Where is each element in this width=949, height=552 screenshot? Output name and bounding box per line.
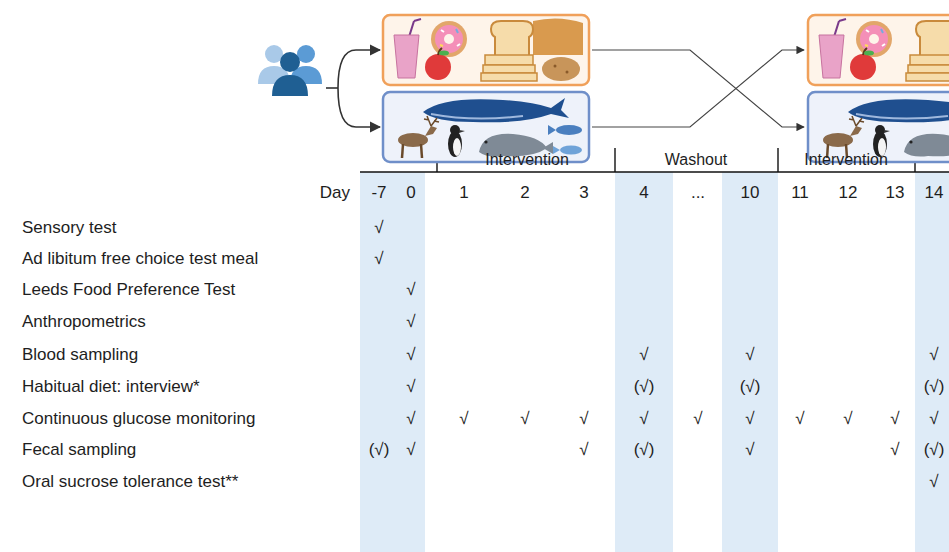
check-mark: √ <box>929 345 938 365</box>
check-mark: √ <box>843 409 852 429</box>
phase-label: Intervention <box>804 151 888 169</box>
check-mark: √ <box>406 440 415 460</box>
day-number: 2 <box>520 183 529 203</box>
check-mark: (√) <box>740 377 761 397</box>
illustration-part <box>338 88 380 127</box>
check-mark: √ <box>374 249 383 269</box>
illustration-part <box>360 172 425 552</box>
check-mark: √ <box>745 409 754 429</box>
row-label: Continuous glucose monitoring <box>22 409 255 429</box>
day-number: 11 <box>791 183 809 203</box>
illustration-part <box>258 45 322 96</box>
check-mark: (√) <box>634 377 655 397</box>
check-mark: √ <box>745 440 754 460</box>
illustration-part <box>592 50 804 127</box>
day-number: -7 <box>371 183 386 203</box>
check-mark: √ <box>406 345 415 365</box>
row-label: Blood sampling <box>22 345 138 365</box>
day-number: ... <box>691 183 705 203</box>
row-label: Ad libitum free choice test meal <box>22 249 258 269</box>
illustration-part <box>592 50 804 127</box>
illustration-part <box>614 148 615 172</box>
illustration-part <box>722 172 778 552</box>
day-number: 12 <box>839 183 858 203</box>
check-mark: √ <box>639 409 648 429</box>
check-mark: √ <box>406 409 415 429</box>
check-mark: (√) <box>924 377 945 397</box>
illustration-part <box>338 50 380 88</box>
illustration-part <box>272 75 308 96</box>
row-label: Oral sucrose tolerance test** <box>22 472 238 492</box>
check-mark: √ <box>406 280 415 300</box>
day-number: 4 <box>639 183 648 203</box>
check-mark: √ <box>579 409 588 429</box>
check-mark: √ <box>406 377 415 397</box>
row-label: Sensory test <box>22 218 117 238</box>
check-mark: √ <box>693 409 702 429</box>
check-mark: √ <box>890 409 899 429</box>
illustration-part <box>777 148 778 172</box>
illustration-part <box>383 15 589 85</box>
day-number: 1 <box>459 183 468 203</box>
check-mark: √ <box>929 409 938 429</box>
row-label: Anthropometrics <box>22 312 146 332</box>
illustration-part <box>360 171 949 173</box>
phase-label: Washout <box>665 151 728 169</box>
day-number: 13 <box>886 183 905 203</box>
check-mark: √ <box>795 409 804 429</box>
illustration-part <box>808 15 949 85</box>
illustration-part <box>915 172 949 552</box>
check-mark: √ <box>929 472 938 492</box>
day-number: 3 <box>579 183 588 203</box>
check-mark: √ <box>406 312 415 332</box>
day-number: 10 <box>741 183 760 203</box>
row-label: Habitual diet: interview* <box>22 377 200 397</box>
phase-label: Intervention <box>485 151 569 169</box>
check-mark: √ <box>745 345 754 365</box>
row-label: Leeds Food Preference Test <box>22 280 235 300</box>
row-label: Fecal sampling <box>22 440 136 460</box>
check-mark: √ <box>890 440 899 460</box>
check-mark: √ <box>639 345 648 365</box>
day-number: 14 <box>925 183 944 203</box>
day-number: Day <box>320 183 350 203</box>
illustration-part <box>326 87 338 89</box>
check-mark: √ <box>374 218 383 238</box>
check-mark: (√) <box>924 440 945 460</box>
check-mark: (√) <box>369 440 390 460</box>
illustration-part <box>615 172 673 552</box>
check-mark: (√) <box>634 440 655 460</box>
illustration-part <box>280 52 300 72</box>
check-mark: √ <box>520 409 529 429</box>
check-mark: √ <box>459 409 468 429</box>
check-mark: √ <box>579 440 588 460</box>
day-number: 0 <box>406 183 415 203</box>
